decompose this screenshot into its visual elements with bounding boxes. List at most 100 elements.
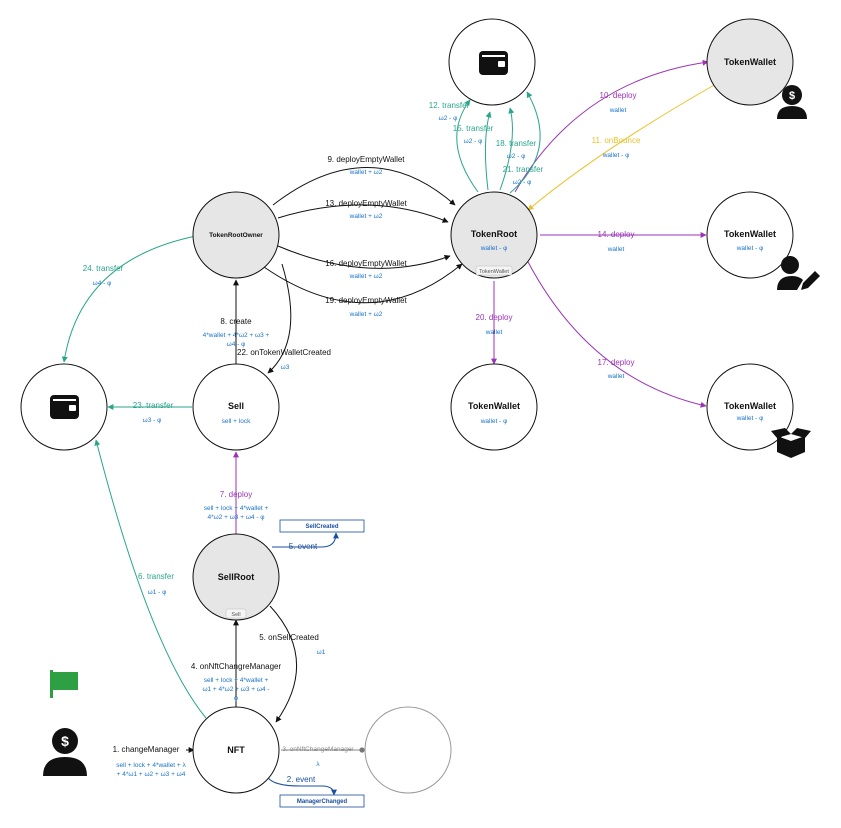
edge-6-math: ω1 - φ xyxy=(148,589,167,596)
edge-5a xyxy=(269,605,297,723)
flag-icon xyxy=(50,670,78,698)
node-token-root-sub: wallet - φ xyxy=(480,245,508,252)
edge-3-dot xyxy=(359,747,365,753)
edge-9-math: wallet + ω2 xyxy=(349,169,383,176)
node-sell-root-circle xyxy=(192,533,280,621)
sell-created-text: SellCreated xyxy=(305,524,338,530)
edge-21-label: 21. transfer xyxy=(503,165,544,174)
edge-17 xyxy=(526,259,707,408)
edge-16-label: 16. deployEmptyWallet xyxy=(325,259,407,268)
edge-19 xyxy=(263,263,463,304)
edge-6 xyxy=(94,439,207,719)
edge-18-math: ω2 - φ xyxy=(507,153,526,160)
edge-7-math1: sell + lock + 4*wallet + xyxy=(204,505,269,512)
node-token-wallet-top-label: TokenWallet xyxy=(724,57,776,67)
edge-23-label: 23. transfer xyxy=(133,401,174,410)
edge-15-math: ω2 - φ xyxy=(464,138,483,145)
node-token-wallet-right-label: TokenWallet xyxy=(724,229,776,239)
edge-3-math: λ xyxy=(316,761,320,768)
edge-5a-label: 5. onSellCreated xyxy=(259,633,319,642)
edge-4-math3: φ xyxy=(234,695,238,702)
edge-19-label: 19. deployEmptyWallet xyxy=(325,296,407,305)
edge-14-label: 14. deploy xyxy=(598,230,635,239)
node-token-root-owner-label: TokenRootOwner xyxy=(209,232,263,239)
node-token-root-circle xyxy=(450,191,538,279)
node-token-wallet-center-sub: wallet - φ xyxy=(480,418,508,425)
edge-17-math: wallet xyxy=(607,373,625,380)
edge-16 xyxy=(277,245,451,269)
edge-labels: 9. deployEmptyWallet wallet + ω2 13. dep… xyxy=(83,91,641,808)
node-sell-label: Sell xyxy=(228,401,244,411)
node-nft-circle xyxy=(192,706,280,794)
edge-12-label: 12. transfer xyxy=(429,101,470,110)
token-root-tag-box xyxy=(475,265,513,276)
sell-created-box xyxy=(279,519,365,533)
node-token-wallet-bottom-right-sub: wallet - φ xyxy=(736,415,764,422)
sell-root-tag: Sell xyxy=(231,612,240,618)
wallet-icon xyxy=(50,395,79,419)
user-dollar-icon: $ xyxy=(43,728,87,776)
edge-24-label: 24. transfer xyxy=(83,264,124,273)
edge-4-math1: sell + lock + 4*wallet + xyxy=(204,677,269,684)
edge-11-math: wallet - φ xyxy=(602,152,630,159)
node-token-wallet-bottom-right-label: TokenWallet xyxy=(724,401,776,411)
edge-7-label: 7. deploy xyxy=(220,490,252,499)
edge-1-math1: sell + lock + 4*wallet + λ xyxy=(116,762,186,769)
edge-14-math: wallet xyxy=(607,246,625,253)
node-token-wallet-right-circle xyxy=(706,191,794,279)
edge-15-label: 15. transfer xyxy=(453,124,494,133)
edge-7-math2: 4*ω2 + ω3 + ω4 - φ xyxy=(207,514,264,521)
node-token-wallet-center-label: TokenWallet xyxy=(468,401,520,411)
edge-22-label: 22. onTokenWalletCreated xyxy=(237,348,331,357)
node-token-root-owner-circle xyxy=(192,191,280,279)
token-root-tag: TokenWallet xyxy=(479,269,509,275)
edge-4-label: 4. onNftChangreManager xyxy=(191,662,282,671)
edge-12 xyxy=(456,99,479,193)
edge-21 xyxy=(509,91,541,194)
user-edit-icon xyxy=(777,256,820,290)
edge-6-label: 6. transfer xyxy=(138,572,174,581)
edge-21-math: ω2 - φ xyxy=(513,179,532,186)
node-token-wallet-top-circle xyxy=(706,18,794,106)
edge-11-label: 11. onBounce xyxy=(592,136,641,145)
edge-16-math: wallet + ω2 xyxy=(349,273,383,280)
edge-13-math: wallet + ω2 xyxy=(349,213,383,220)
edge-23-math: ω3 - φ xyxy=(143,417,162,424)
edge-2-label: 2. event xyxy=(287,775,316,784)
user-dollar-icon: $ xyxy=(777,85,807,119)
edge-13-label: 13. deployEmptyWallet xyxy=(325,199,407,208)
edge-22 xyxy=(267,263,292,374)
edge-22-math: ω3 xyxy=(281,364,290,371)
edge-18-label: 18. transfer xyxy=(496,139,537,148)
manager-changed-text: ManagerChanged xyxy=(297,799,348,805)
node-token-wallet-bottom-right-circle xyxy=(706,363,794,451)
edge-3-label: 3. onNftChangeManager xyxy=(282,746,354,753)
node-token-wallet-right-sub: wallet - φ xyxy=(736,245,764,252)
node-nft-label: NFT xyxy=(227,745,245,755)
edge-18 xyxy=(499,107,515,191)
node-sell-circle xyxy=(192,363,280,451)
edge-24-math: ω4 - φ xyxy=(93,280,112,287)
edge-4-math2: ω1 + 4*ω2 + ω3 + ω4 - xyxy=(202,686,269,693)
svg-text:$: $ xyxy=(61,733,69,749)
edge-8-math1: 4*wallet + 4*ω2 + ω3 + xyxy=(203,332,270,339)
edge-19-math: wallet + ω2 xyxy=(349,311,383,318)
sell-root-tag-box xyxy=(225,608,247,619)
edge-2 xyxy=(265,772,337,796)
edge-1-math2: + 4*ω1 + ω2 + ω3 + ω4 xyxy=(117,771,186,778)
edge-13 xyxy=(277,204,449,223)
node-sell-root-label: SellRoot xyxy=(218,572,255,582)
edge-9-label: 9. deployEmptyWallet xyxy=(327,155,405,164)
manager-changed-box xyxy=(279,794,365,808)
edges xyxy=(61,59,717,796)
edge-11 xyxy=(527,83,717,211)
edge-5a-math: ω1 xyxy=(317,649,326,656)
edge-17-label: 17. deploy xyxy=(598,358,635,367)
edge-8-label: 8. create xyxy=(220,317,252,326)
edge-1-label: 1. changeManager xyxy=(113,745,180,754)
edge-10 xyxy=(514,59,709,193)
edge-12-math: ω2 - φ xyxy=(439,115,458,122)
icons: $ $ xyxy=(43,51,820,776)
edge-10-label: 10. deploy xyxy=(600,91,637,100)
